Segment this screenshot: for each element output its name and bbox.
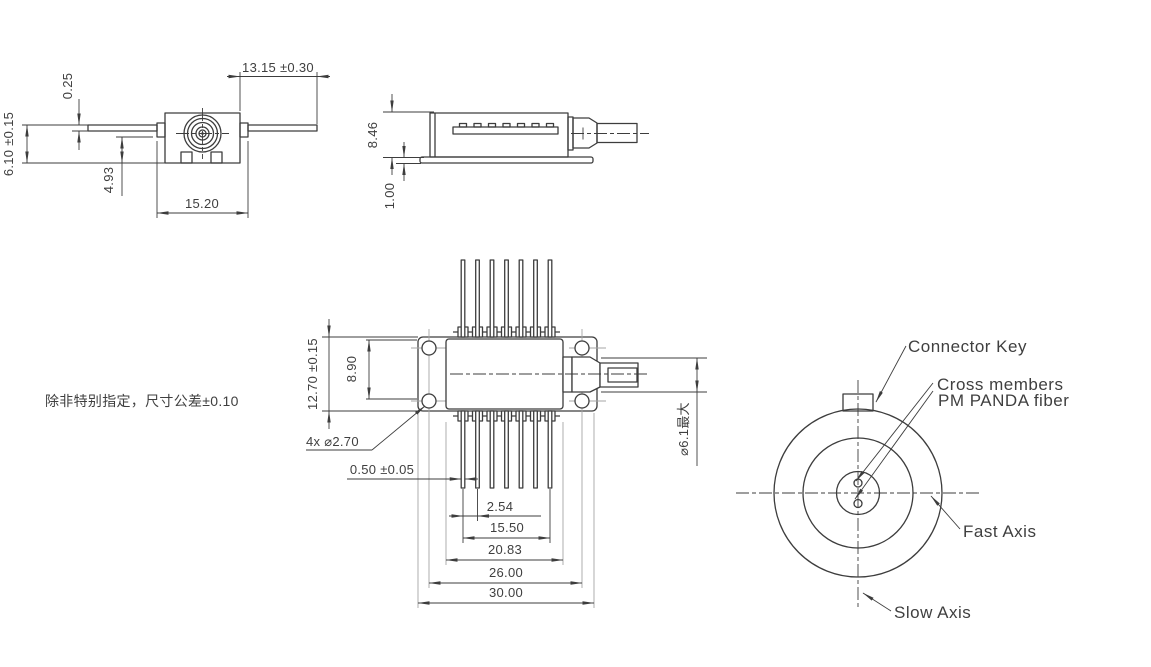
dim-pin-row-span: 15.50 [490,520,524,535]
mounting-hole [421,393,437,409]
dim-body-length: 20.83 [488,542,522,557]
pin [489,259,495,338]
package-body-side [429,112,569,158]
top-pin-row [453,259,560,338]
pin [518,259,524,338]
fiber-face-labels: Connector Key Cross members PM PANDA fib… [854,337,1069,622]
pin [504,410,509,489]
pin [504,259,509,338]
mounting-hole [421,340,437,356]
dim-hole-spacing: 26.00 [489,565,523,580]
pin [489,410,495,489]
front-view-outline [87,108,318,164]
fiber-face-view: Connector Key Cross members PM PANDA fib… [736,337,1069,622]
front-view: 13.15 ±0.30 0.25 6.10 ±0.15 4.93 15.20 [1,60,330,218]
connector-inner-circle [802,437,914,549]
label-connector-key: Connector Key [908,337,1027,356]
front-view-dimensions: 13.15 ±0.30 0.25 6.10 ±0.15 4.93 15.20 [1,60,330,218]
connector-outer-circle [773,408,943,578]
side-view-dimensions: 8.46 1.00 [365,94,434,209]
dim-boot-max-diameter: ⌀6.1最大 [676,402,691,456]
dim-overall-height: 6.10 ±0.15 [1,112,16,176]
pin [533,410,538,489]
left-lead [87,124,158,132]
mounting-hole [574,393,590,409]
top-view: 0.50 ±0.05 2.54 15.50 20.83 26.00 30.00 [305,259,707,608]
label-pm-panda-fiber: PM PANDA fiber [938,391,1069,410]
base-flange [419,156,594,164]
label-cross-members: Cross members [937,375,1063,394]
label-slow-axis: Slow Axis [894,603,971,622]
dim-lead-length: 13.15 ±0.30 [242,60,314,75]
mounting-hole [574,340,590,356]
right-lead [247,124,318,132]
side-view-outline [419,112,649,164]
pin [475,410,480,489]
stress-rod-circle [853,498,863,509]
dim-pin-width: 0.50 ±0.05 [350,462,414,477]
dim-shoulder-width: 15.20 [185,196,219,211]
fiber-ferrule-side [596,122,638,144]
side-view: 8.46 1.00 [365,94,649,209]
dim-overall-length: 30.00 [489,585,523,600]
fiber-ferrule-top [599,362,639,388]
pin-tips-side [458,122,555,128]
dim-mounting-holes: 4x ⌀2.70 [306,434,359,449]
dim-flange-width: 12.70 ±0.15 [305,338,320,410]
pin [533,259,538,338]
pin [475,259,480,338]
pin [547,259,553,338]
top-view-outline [411,259,648,489]
pin [547,410,553,489]
label-fast-axis: Fast Axis [963,522,1036,541]
dim-lead-to-base: 4.93 [101,167,116,194]
dim-body-height: 8.46 [365,122,380,149]
dim-base-thickness: 1.00 [382,183,397,210]
pin [460,410,466,489]
top-view-dimensions: 0.50 ±0.05 2.54 15.50 20.83 26.00 30.00 [305,319,707,608]
dim-pin-pitch: 2.54 [487,499,514,514]
bottom-pin-row [453,410,560,489]
connector-key [842,393,874,412]
general-tolerance-note: 除非特别指定，尺寸公差±0.10 [45,393,239,409]
fiber-boot-side [572,117,598,149]
pin [518,410,524,489]
fiber-face-outline [736,380,979,607]
pin [460,259,466,338]
dim-body-width: 8.90 [344,356,359,383]
dim-lead-thickness: 0.25 [60,73,75,100]
fiber-boot-top [571,356,601,393]
